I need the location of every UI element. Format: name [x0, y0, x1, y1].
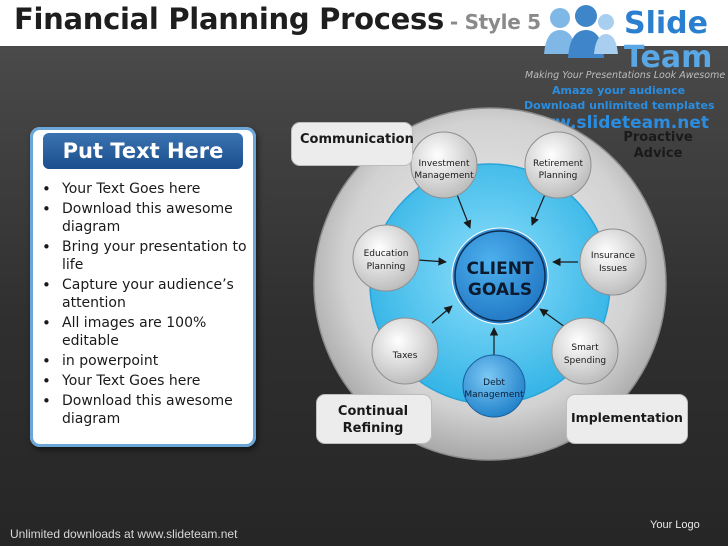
- label-investment: Investment Management: [404, 158, 484, 182]
- continual-line-1: Continual: [337, 404, 409, 419]
- center-line-2: GOALS: [467, 280, 533, 300]
- proactive-line-1: Proactive: [623, 130, 693, 145]
- bullet-list: Your Text Goes here Download this awesom…: [30, 180, 256, 430]
- debt-line-2: Management: [464, 390, 524, 400]
- promo-line-1: Amaze your audience: [552, 84, 686, 97]
- promo-line-2: Download unlimited templates: [524, 99, 715, 112]
- insurance-line-2: Issues: [599, 264, 627, 274]
- node-taxes: [371, 317, 439, 385]
- retirement-line-1: Retirement: [533, 159, 583, 169]
- node-insurance: [579, 228, 647, 296]
- node-smart-spending: [551, 317, 619, 385]
- proactive-line-2: Advice: [633, 146, 683, 161]
- logo-word-team: Team: [624, 40, 713, 75]
- bullet-item: Capture your audience’s attention: [30, 276, 256, 312]
- your-logo-placeholder: Your Logo: [650, 519, 700, 531]
- bullet-item: Your Text Goes here: [30, 180, 256, 198]
- node-investment: [410, 131, 478, 199]
- debt-line-1: Debt: [483, 378, 505, 388]
- investment-line-2: Management: [414, 171, 474, 181]
- bullet-item: Your Text Goes here: [30, 372, 256, 390]
- node-debt: [462, 354, 526, 418]
- label-debt: Debt Management: [454, 377, 534, 401]
- education-line-2: Planning: [366, 262, 406, 272]
- node-education: [352, 224, 420, 292]
- phase-proactive-label: Proactive Advice: [616, 130, 700, 162]
- investment-line-1: Investment: [418, 159, 470, 169]
- phase-implementation-label: Implementation: [571, 410, 683, 425]
- phase-communication-label: Communication: [300, 132, 414, 147]
- label-education: Education Planning: [346, 248, 426, 274]
- phase-communication: Communication: [291, 122, 414, 166]
- phase-implementation: Implementation: [566, 394, 688, 444]
- footer-text: Unlimited downloads at www.slideteam.net: [10, 527, 238, 541]
- label-smart-spending: Smart Spending: [545, 342, 625, 368]
- brand-tagline: Making Your Presentations Look Awesome: [525, 70, 726, 81]
- slide-subtitle: - Style 5: [449, 10, 541, 34]
- logo-word-slide: Slide: [624, 6, 708, 41]
- node-retirement: [524, 131, 592, 199]
- bullet-item: Download this awesome diagram: [30, 392, 256, 428]
- education-line-1: Education: [363, 249, 409, 259]
- center-label: CLIENT GOALS: [452, 259, 548, 301]
- slide-title: Financial Planning Process- Style 5: [14, 2, 541, 36]
- bullet-item: Bring your presentation to life: [30, 238, 256, 274]
- label-taxes: Taxes: [365, 350, 445, 363]
- phase-continual: Continual Refining: [316, 394, 432, 444]
- bullet-item: in powerpoint: [30, 352, 256, 370]
- continual-line-2: Refining: [342, 421, 404, 436]
- insurance-line-1: Insurance: [590, 251, 636, 261]
- bullet-item: Download this awesome diagram: [30, 200, 256, 236]
- panel-heading: Put Text Here: [43, 133, 243, 169]
- taxes-line-1: Taxes: [392, 351, 418, 361]
- bullet-item: All images are 100% editable: [30, 314, 256, 350]
- phase-proactive: Proactive Advice: [600, 122, 700, 168]
- phase-continual-label: Continual Refining: [327, 403, 419, 437]
- center-circle: [451, 227, 549, 325]
- smart-line-1: Smart: [571, 343, 599, 353]
- label-insurance: Insurance Issues: [573, 250, 653, 276]
- smart-line-2: Spending: [563, 356, 607, 366]
- center-line-1: CLIENT: [466, 259, 534, 279]
- retirement-line-2: Planning: [538, 171, 578, 181]
- brand-logo: Slide Team: [540, 2, 728, 78]
- label-retirement: Retirement Planning: [518, 158, 598, 182]
- title-text: Financial Planning Process: [14, 2, 444, 36]
- people-logo-icon: [544, 5, 618, 58]
